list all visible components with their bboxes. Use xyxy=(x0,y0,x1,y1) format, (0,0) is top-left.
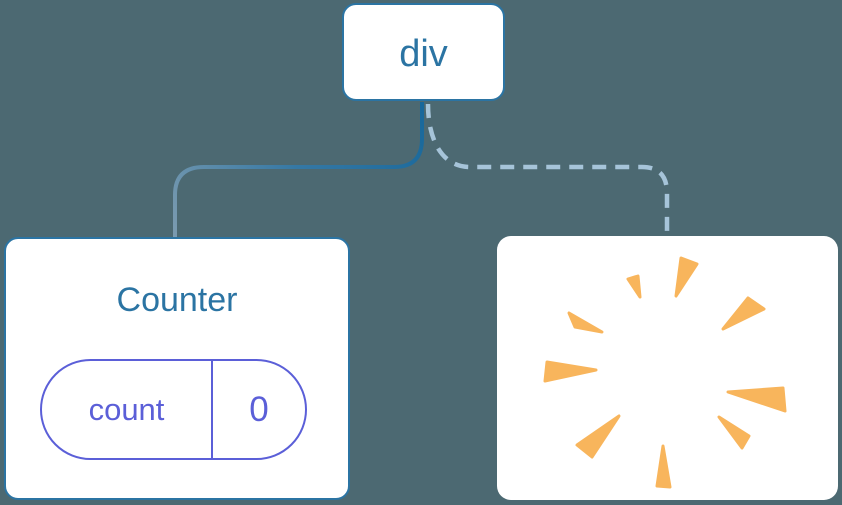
tree-node-removed xyxy=(497,236,838,500)
state-value: 0 xyxy=(249,389,269,429)
tree-node-div: div xyxy=(342,3,505,101)
counter-node-title: Counter xyxy=(116,281,238,319)
state-pill: count 0 xyxy=(40,359,307,460)
tree-node-counter: Counter count 0 xyxy=(4,237,350,500)
state-key-label: count xyxy=(42,361,213,458)
div-node-label: div xyxy=(399,32,448,75)
edge-dashed xyxy=(425,103,670,236)
edge-solid xyxy=(173,102,424,239)
